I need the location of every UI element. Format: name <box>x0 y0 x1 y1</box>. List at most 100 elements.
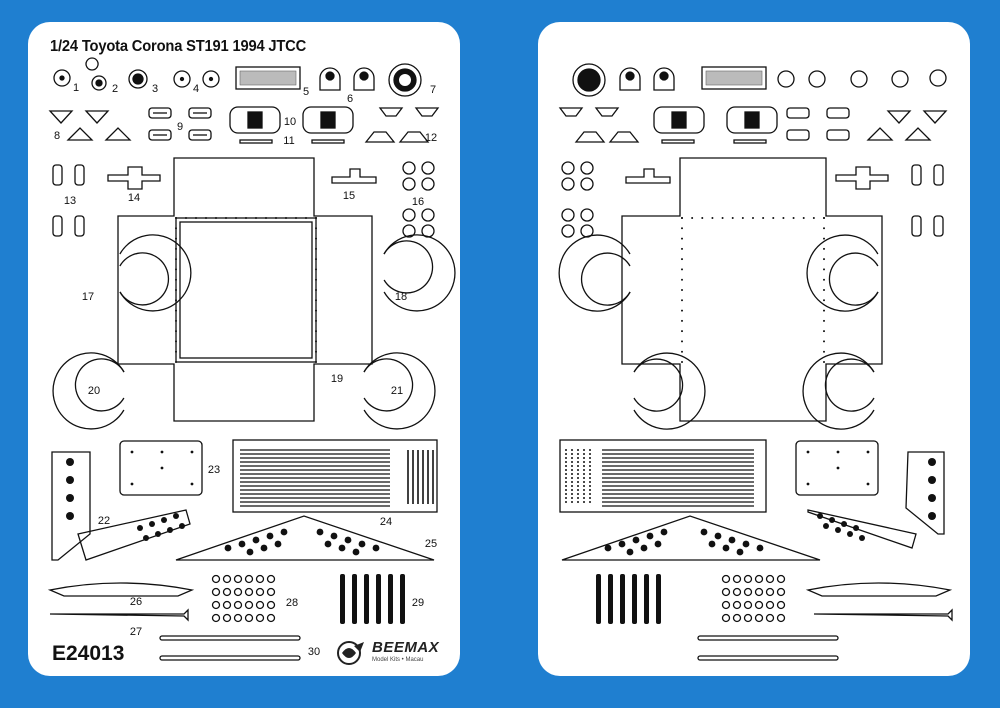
rivet <box>315 319 317 322</box>
vent-hole <box>161 517 167 523</box>
rivet <box>823 247 825 250</box>
part-11-shape <box>239 139 273 144</box>
part-label: 2 <box>112 83 118 95</box>
part-16-shape <box>402 161 416 175</box>
part-label: 23 <box>208 464 220 476</box>
part-10-shape-a <box>229 106 281 134</box>
rivet <box>305 217 307 219</box>
rivet <box>823 319 825 322</box>
vent-hole <box>859 535 865 541</box>
vent-hole <box>829 517 835 523</box>
part-6-shape-b <box>353 67 375 91</box>
vent-hole <box>352 548 360 556</box>
mesh-dot <box>589 497 591 499</box>
mesh-dot <box>571 489 573 491</box>
mesh-dot <box>577 501 579 503</box>
vent-hole <box>358 540 366 548</box>
rivet <box>315 299 317 302</box>
part-5-shape <box>235 66 301 90</box>
vent-hole <box>806 450 810 454</box>
part-label: 24 <box>380 516 392 528</box>
rivet <box>315 278 317 281</box>
part-30-shape <box>159 635 301 641</box>
mesh-dot <box>589 469 591 471</box>
rivet <box>681 247 683 250</box>
part-label: 13 <box>64 195 76 207</box>
brand-subtitle: Model Kits • Macau <box>372 657 424 663</box>
rivet <box>285 217 287 219</box>
vent-hole <box>137 525 143 531</box>
part-label: 4 <box>193 83 199 95</box>
part-label: 26 <box>130 596 142 608</box>
rivet <box>721 217 724 219</box>
mesh-dot <box>565 497 567 499</box>
rivet <box>681 330 683 333</box>
mesh-dot <box>565 465 567 467</box>
rivet <box>255 217 257 219</box>
vent-hole <box>928 458 936 466</box>
rivet <box>823 309 825 312</box>
part-label: 16 <box>412 196 424 208</box>
part-label: 11 <box>283 135 294 147</box>
vent-hole <box>143 535 149 541</box>
part-label: 21 <box>391 385 403 397</box>
mesh-dot <box>565 457 567 459</box>
part-label: 19 <box>331 373 343 385</box>
mesh-dot <box>583 449 585 451</box>
mesh-dot <box>589 449 591 451</box>
mesh-dot <box>565 489 567 491</box>
part-label: 25 <box>425 538 437 550</box>
mesh-dot <box>565 469 567 471</box>
part-1-shape <box>53 69 71 87</box>
part-label: 1 <box>73 82 79 94</box>
part-19-shape <box>117 157 373 422</box>
rivet <box>823 330 825 333</box>
vent-hole <box>66 476 74 484</box>
rivet <box>175 258 177 261</box>
mesh-dot <box>589 477 591 479</box>
rivet <box>741 217 744 219</box>
mesh-dot <box>571 473 573 475</box>
vent-hole <box>338 544 346 552</box>
vent-hole <box>928 494 936 502</box>
part-label: 28 <box>286 597 298 609</box>
vent-hole <box>866 450 870 454</box>
part-4-shape-b <box>202 70 220 88</box>
mesh-dot <box>577 481 579 483</box>
part-29-shape <box>340 574 405 624</box>
part-15-shape <box>331 168 377 184</box>
vent-hole <box>130 482 134 486</box>
rivet <box>265 217 267 219</box>
rivet <box>752 217 754 219</box>
mesh-dot <box>571 501 573 503</box>
vent-hole <box>817 513 823 519</box>
vent-hole <box>708 540 716 548</box>
mesh-dot <box>589 501 591 503</box>
mesh-dot <box>571 453 573 455</box>
mesh-dot <box>583 461 585 463</box>
vent-hole <box>344 536 352 544</box>
vent-hole <box>866 482 870 486</box>
back-part-5-shape <box>701 66 767 90</box>
mesh-dot <box>583 497 585 499</box>
mesh-dot <box>589 481 591 483</box>
mesh-dot <box>589 485 591 487</box>
part-9-shape <box>148 107 172 119</box>
vent-hole <box>266 532 274 540</box>
rivet <box>681 361 683 363</box>
vent-hole <box>660 528 668 536</box>
product-code: E24013 <box>52 642 125 665</box>
rivet <box>681 268 683 271</box>
rivet <box>681 227 683 230</box>
mesh-dot <box>565 493 567 495</box>
vent-hole <box>173 513 179 519</box>
rivet <box>175 299 177 302</box>
rivet <box>812 217 815 219</box>
mesh-dot <box>571 481 573 483</box>
rivet <box>681 278 683 281</box>
back-etch-sheet <box>538 22 970 676</box>
rivet <box>295 217 297 219</box>
mesh-dot <box>571 485 573 487</box>
rivet <box>315 340 317 343</box>
rivet <box>315 237 317 240</box>
